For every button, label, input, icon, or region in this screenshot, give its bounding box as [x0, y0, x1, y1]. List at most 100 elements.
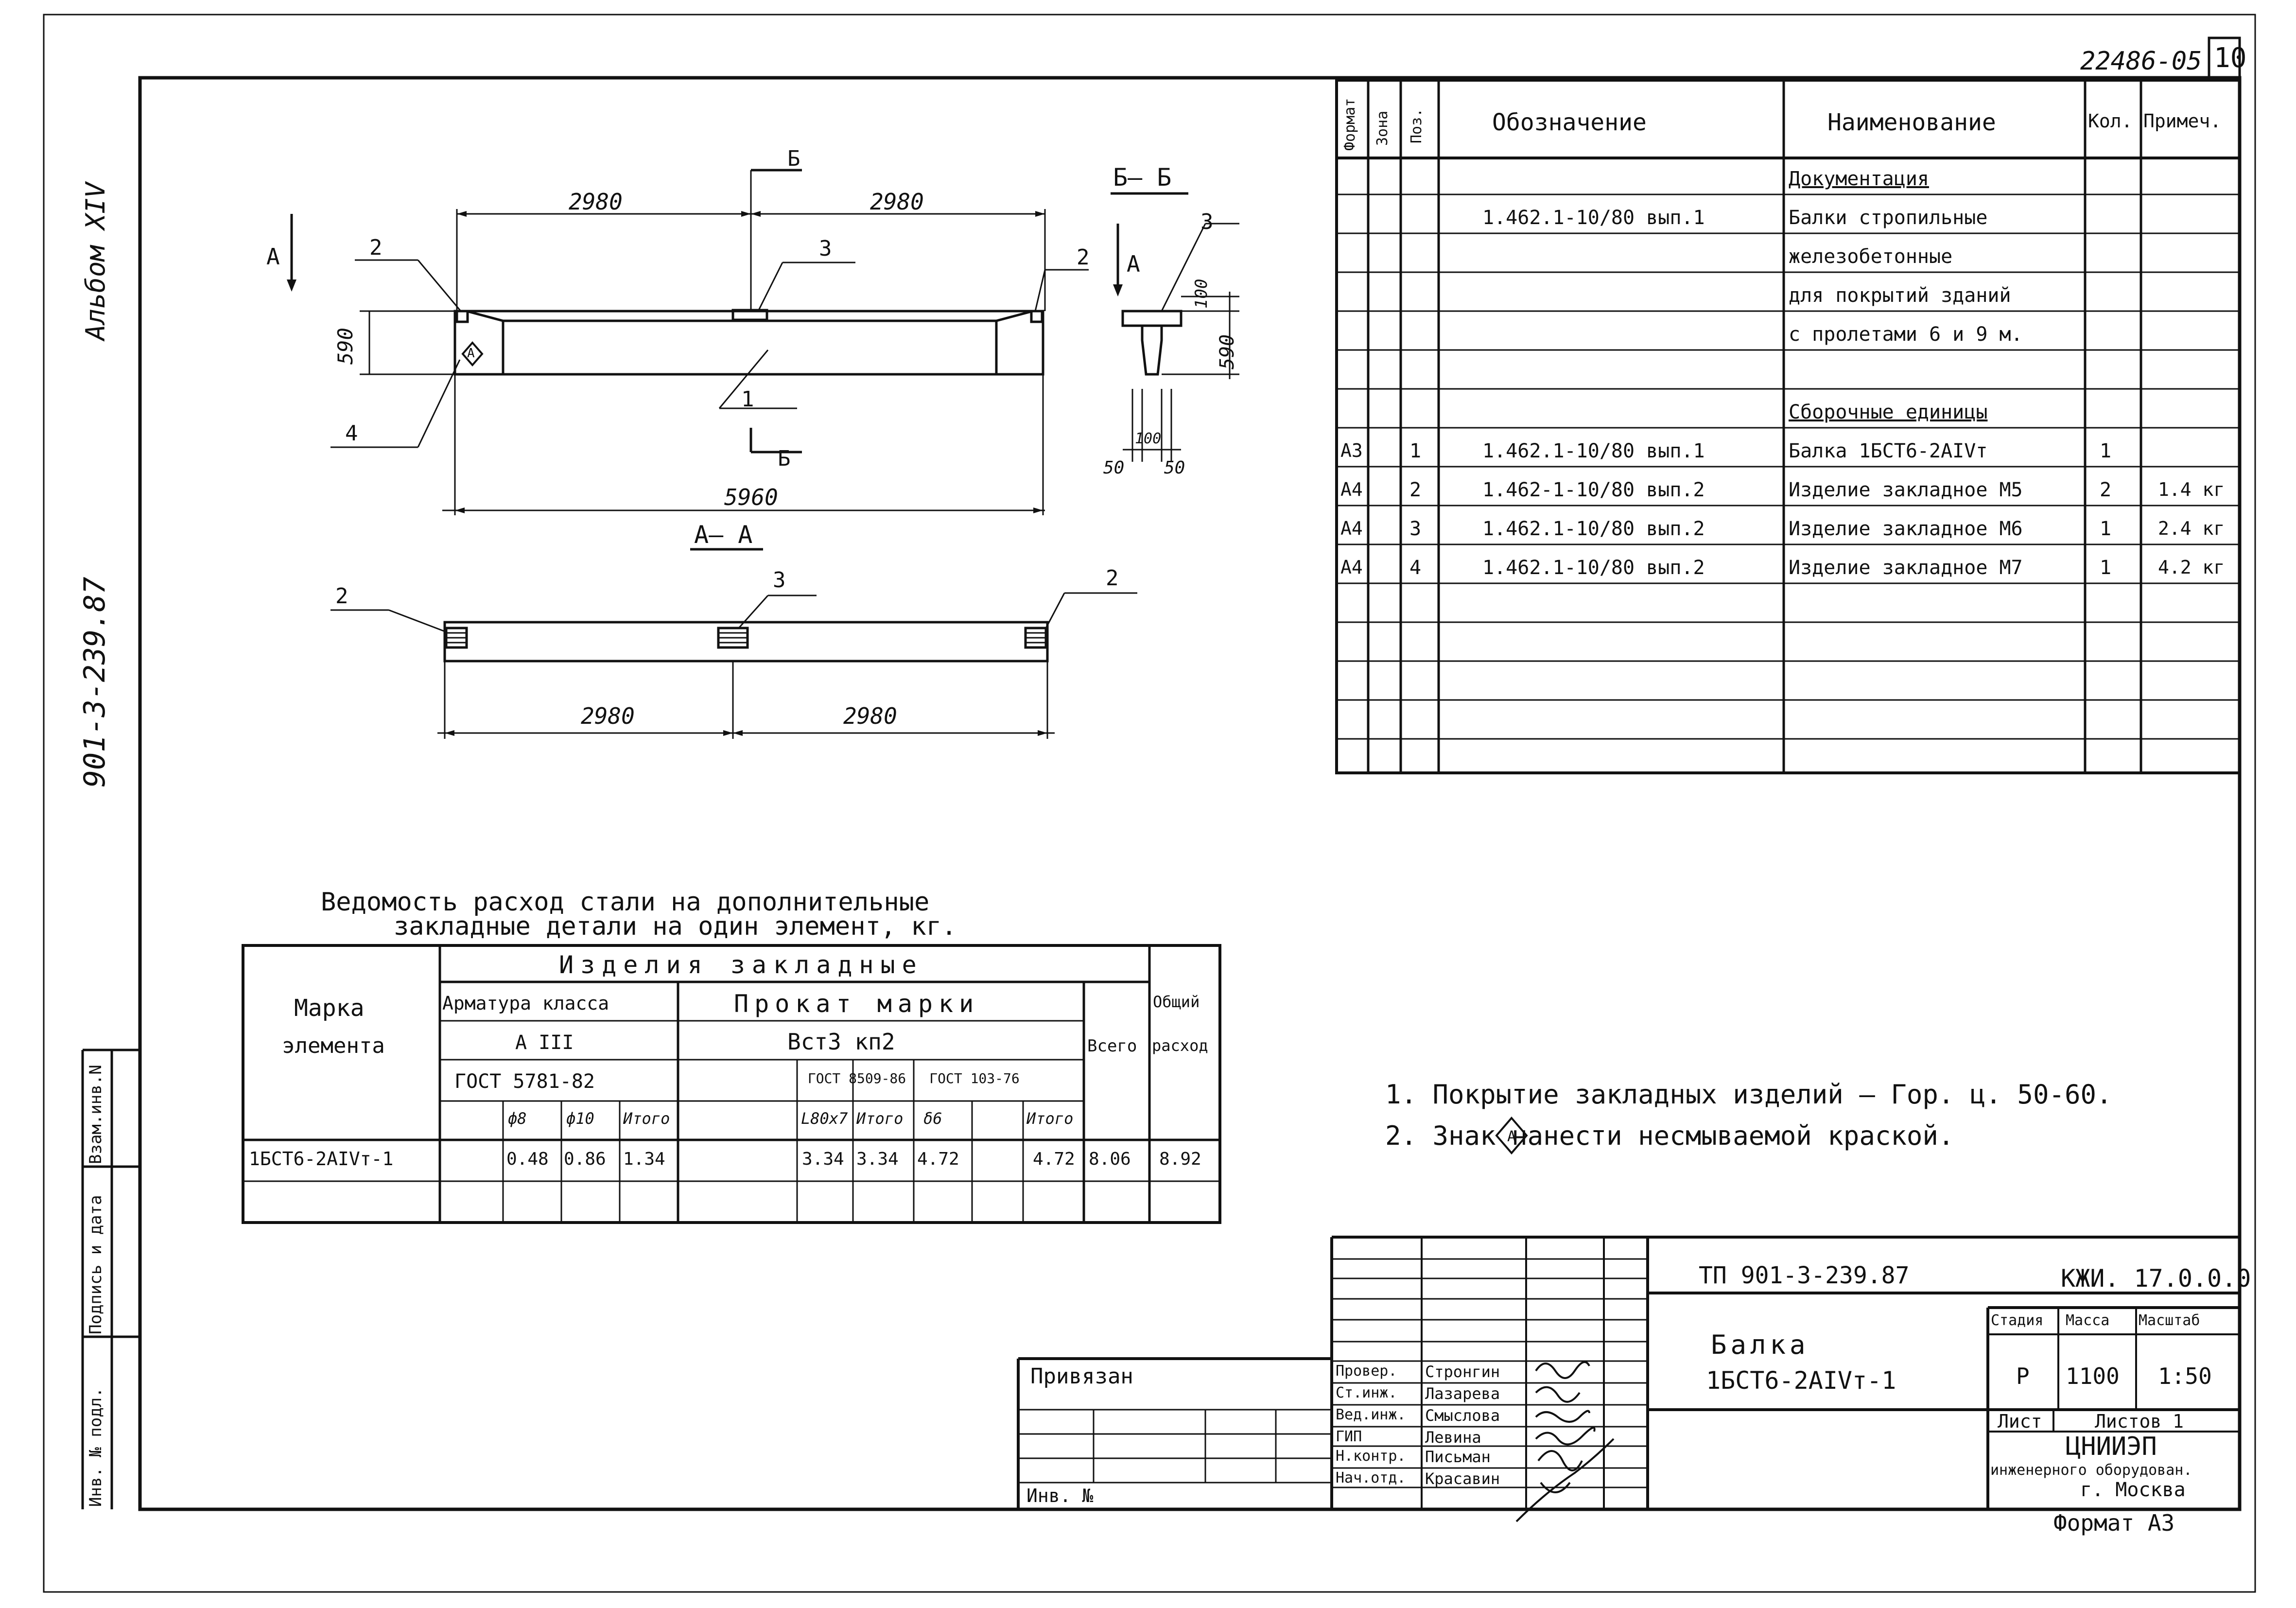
tb-person: Левина — [1425, 1428, 1481, 1447]
tb-person: Письман — [1425, 1448, 1491, 1466]
note-sign-a-icon: А — [1495, 1116, 1528, 1155]
bb-dim-590: 590 — [1216, 334, 1238, 369]
spec-cell-qty: 1 — [2100, 518, 2112, 540]
tb-code: КЖИ. 17.0.0.0 — [2061, 1264, 2251, 1293]
tb-format: Формат А3 — [2053, 1510, 2175, 1536]
steel-row-l80: 3.34 — [802, 1149, 844, 1169]
aa-callout-2-left: 2 — [335, 584, 348, 609]
album-label: Альбом XIV — [80, 182, 111, 340]
section-mark-b-bottom: Б — [778, 446, 791, 471]
project-number: 901-3-239.87 — [78, 577, 112, 787]
callout-3: 3 — [819, 236, 832, 261]
view-mark-a-left: А — [266, 244, 280, 270]
aa-dim-left: 2980 — [581, 703, 635, 729]
callout-2-left: 2 — [369, 235, 383, 260]
spec-cell-note: 4.2 кг — [2158, 557, 2225, 578]
sheet-number: 10 — [2214, 42, 2247, 74]
callout-4: 4 — [345, 421, 358, 446]
steel-subheader: L80x7 — [801, 1109, 848, 1128]
tb-person: Смыслова — [1425, 1406, 1500, 1425]
spec-header-zone: Зона — [1374, 110, 1391, 146]
steel-h-gost-arm: ГОСТ 5781-82 — [454, 1070, 595, 1093]
dim-5960: 5960 — [724, 484, 778, 510]
tb-inv-no: Инв. № — [1026, 1485, 1094, 1506]
steel-title-line1: Ведомость расход стали на дополнительные — [321, 888, 930, 917]
note-sign-a-letter: А — [1507, 1128, 1516, 1145]
steel-subheader: δ6 — [923, 1109, 942, 1128]
steel-h-gost2: ГОСТ 103-76 — [929, 1070, 1020, 1086]
steel-row-d6: 4.72 — [917, 1149, 959, 1169]
tb-org2: инженерного оборудован. — [1990, 1462, 2192, 1479]
stamp-podpis: Подпись и дата — [86, 1195, 105, 1334]
tb-massa: 1100 — [2066, 1363, 2120, 1389]
steel-row-itogo1: 1.34 — [623, 1149, 665, 1169]
spec-cell-pos: 4 — [1409, 557, 1422, 579]
steel-row-itogo2: 3.34 — [856, 1149, 899, 1169]
tb-listov: Листов 1 — [2095, 1411, 2184, 1432]
section-mark-b-top: Б — [787, 146, 800, 171]
steel-h-a3: А III — [515, 1031, 574, 1054]
tb-tp: ТП 901-3-239.87 — [1699, 1262, 1910, 1289]
tb-masshtab-h: Масштаб — [2139, 1312, 2200, 1329]
steel-h-prokat: Прокат марки — [734, 990, 980, 1018]
steel-row-f10: 0.86 — [564, 1149, 606, 1169]
dim-2980-left: 2980 — [569, 189, 623, 215]
section-aa-title: А– А — [694, 521, 753, 549]
spec-header-qty: Кол. — [2088, 110, 2133, 132]
spec-cell-note: 2.4 кг — [2158, 518, 2225, 539]
spec-cell-designation: 1.462.1-10/80 вып.2 — [1482, 518, 1705, 540]
tb-person: Лазарева — [1425, 1384, 1500, 1403]
spec-cell-name: Сборочные единицы — [1789, 401, 1988, 423]
spec-cell-name: Документация — [1789, 168, 1929, 190]
steel-row-vsego: 8.06 — [1089, 1149, 1131, 1169]
spec-cell-pos: 3 — [1409, 518, 1422, 540]
bb-dim-50-left: 50 — [1103, 458, 1125, 478]
tb-role: Провер. — [1336, 1363, 1397, 1380]
section-bb-title: Б– Б — [1113, 163, 1172, 192]
steel-h-vst: Вст3 кп2 — [787, 1029, 895, 1055]
spec-cell-format: А4 — [1340, 557, 1363, 578]
steel-h-marka: Марка — [294, 995, 365, 1022]
steel-h-izdelia: Изделия закладные — [559, 951, 923, 979]
steel-h-obshchiy: Общий — [1153, 993, 1200, 1011]
tb-role: Ст.инж. — [1336, 1384, 1397, 1401]
spec-cell-designation: 1.462.1-10/80 вып.2 — [1482, 557, 1705, 579]
aa-dim-right: 2980 — [843, 703, 897, 729]
tb-person: Стронгин — [1425, 1363, 1500, 1381]
steel-row-itogo3: 4.72 — [1033, 1149, 1075, 1169]
tb-stadia: Р — [2016, 1363, 2030, 1389]
callout-1: 1 — [741, 387, 754, 412]
aa-callout-2-right: 2 — [1106, 566, 1119, 591]
steel-subheader: Итого — [856, 1109, 904, 1128]
doc-code: 22486-05 — [2080, 47, 2202, 76]
callout-2-right: 2 — [1077, 245, 1090, 270]
tb-role: Вед.инж. — [1336, 1406, 1406, 1423]
spec-cell-name: Изделие закладное М5 — [1789, 479, 2023, 501]
tb-role: Нач.отд. — [1336, 1469, 1406, 1486]
spec-cell-name: Изделие закладное М7 — [1789, 557, 2023, 579]
steel-h-raskhod: расход — [1152, 1036, 1208, 1055]
steel-h-elementa: элемента — [282, 1033, 385, 1058]
steel-subheader: ф10 — [566, 1109, 594, 1128]
tb-role: Н.контр. — [1336, 1448, 1406, 1465]
bb-dim-100: 100 — [1192, 279, 1211, 309]
steel-title-line2: закладные детали на один элемент, кг. — [394, 912, 957, 941]
callout-3-bb: 3 — [1200, 210, 1214, 234]
tb-privyazan: Привязан — [1030, 1364, 1133, 1389]
steel-row-f8: 0.48 — [506, 1149, 549, 1169]
spec-cell-name: с пролетами 6 и 9 м. — [1789, 323, 2023, 346]
steel-h-gost1: ГОСТ 8509-86 — [807, 1070, 906, 1086]
note-2: 2. Знак нанести несмываемой краской. — [1385, 1120, 1954, 1151]
spec-cell-name: Балки стропильные — [1789, 207, 1988, 229]
spec-header-designation: Обозначение — [1492, 109, 1647, 136]
spec-cell-designation: 1.462.1-10/80 вып.1 — [1482, 207, 1705, 229]
tb-list: Лист — [1998, 1411, 2042, 1432]
bb-dim-100b: 100 — [1135, 430, 1162, 447]
spec-cell-qty: 2 — [2100, 479, 2112, 501]
steel-subheader: Итого — [1026, 1109, 1074, 1128]
spec-cell-qty: 1 — [2100, 440, 2112, 462]
note-1: 1. Покрытие закладных изделий – Гор. ц. … — [1385, 1079, 2112, 1110]
tb-name-line2: 1БСТ6-2АIVт-1 — [1706, 1366, 1896, 1395]
spec-cell-name: для покрытий зданий — [1789, 284, 2011, 307]
